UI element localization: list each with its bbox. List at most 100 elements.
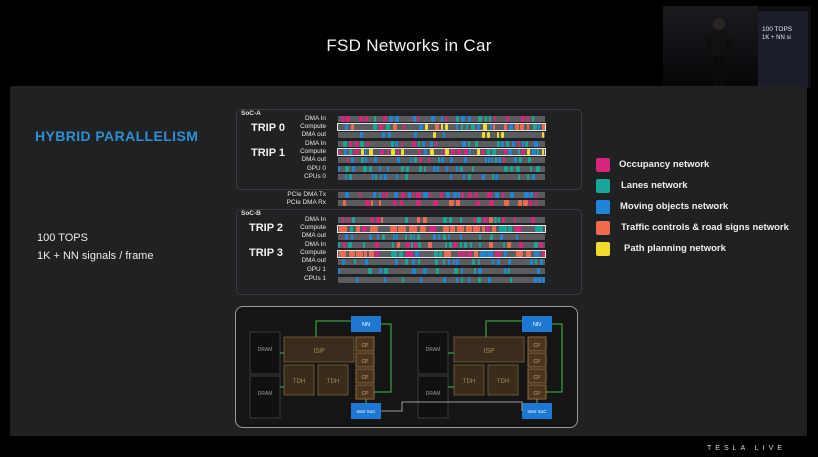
timeline-segment: [542, 149, 544, 155]
timeline-segment: [534, 251, 539, 257]
timeline-segment: [345, 166, 349, 172]
timeline-segment: [466, 226, 472, 232]
timeline-segment: [373, 124, 377, 130]
soc-a-gpu-track: [338, 166, 545, 172]
timeline-segment: [506, 116, 509, 122]
timeline-segment: [486, 226, 490, 232]
timeline-segment: [479, 234, 481, 240]
timeline-segment: [538, 277, 541, 283]
timeline-segment: [482, 226, 485, 232]
timeline-segment: [463, 174, 465, 180]
timeline-segment: [359, 192, 361, 198]
soc-a-gpu-label: GPU 0: [306, 165, 326, 172]
soc-a-trip1-dma-in-track: [338, 141, 545, 147]
timeline-segment: [502, 217, 505, 223]
timeline-segment: [542, 132, 544, 138]
timeline-segment: [504, 200, 509, 206]
timeline-segment: [373, 192, 376, 198]
timeline-segment: [443, 132, 445, 138]
timeline-segment: [508, 226, 512, 232]
timeline-segment: [478, 259, 480, 265]
timeline-segment: [514, 157, 517, 163]
pcie-dma-tx-label: PCIe DMA Tx: [287, 191, 326, 198]
timeline-segment: [504, 268, 507, 274]
soc-b-trip2-dma-in-label: DMA In: [305, 216, 326, 223]
timeline-segment: [534, 277, 537, 283]
timeline-segment: [356, 251, 363, 257]
timeline-segment: [518, 200, 522, 206]
timeline-segment: [522, 141, 524, 147]
cp-label-a1: CP: [362, 343, 370, 349]
timeline-segment: [535, 192, 537, 198]
soc-a-trip0-dma-in-track: [338, 116, 545, 122]
timeline-segment: [473, 226, 480, 232]
timeline-segment: [339, 149, 341, 155]
timeline-segment: [449, 217, 452, 223]
timeline-segment: [398, 226, 406, 232]
timeline-segment: [521, 149, 525, 155]
timeline-segment: [368, 268, 372, 274]
timeline-segment: [379, 200, 381, 206]
legend-swatch-occupancy: [596, 158, 610, 172]
timeline-segment: [503, 157, 505, 163]
stat-tops: 100 TOPS: [37, 232, 88, 244]
timeline-segment: [338, 166, 340, 172]
timeline-segment: [477, 124, 480, 130]
timeline-segment: [532, 116, 534, 122]
timeline-segment: [364, 251, 367, 257]
timeline-segment: [539, 242, 543, 248]
timeline-segment: [343, 242, 346, 248]
timeline-segment: [445, 149, 449, 155]
timeline-segment: [492, 259, 494, 265]
timeline-segment: [468, 174, 471, 180]
timeline-segment: [393, 234, 395, 240]
timeline-segment: [403, 124, 405, 130]
soc-b-trip3-dma-out-label: DMA out: [301, 257, 326, 264]
timeline-segment: [467, 251, 472, 257]
timeline-segment: [344, 149, 347, 155]
soc-a-trip0-compute-track: [337, 123, 546, 131]
timeline-segment: [527, 174, 529, 180]
timeline-segment: [388, 132, 391, 138]
stage-screen: [758, 11, 808, 88]
legend-label-occupancy: Occupancy network: [619, 159, 710, 170]
timeline-segment: [410, 157, 412, 163]
timeline-segment: [409, 226, 417, 232]
tesla-live-logo: TESLA LIVE: [707, 445, 786, 452]
timeline-segment: [534, 242, 538, 248]
soc-b-gpu-track: [338, 268, 545, 274]
timeline-segment: [497, 259, 500, 265]
timeline-segment: [498, 157, 501, 163]
soc-a-trip0-compute-label: Compute: [300, 123, 326, 130]
timeline-segment: [343, 141, 347, 147]
timeline-segment: [418, 259, 420, 265]
timeline-segment: [351, 157, 354, 163]
timeline-segment: [423, 192, 428, 198]
timeline-segment: [540, 259, 543, 265]
timeline-segment: [406, 166, 409, 172]
timeline-segment: [520, 124, 524, 130]
timeline-segment: [497, 132, 499, 138]
timeline-segment: [519, 157, 522, 163]
timeline-segment: [445, 124, 448, 130]
timeline-segment: [477, 217, 481, 223]
timeline-segment: [485, 157, 487, 163]
timeline-segment: [379, 124, 383, 130]
timeline-segment: [376, 217, 380, 223]
timeline-segment: [413, 116, 416, 122]
timeline-segment: [341, 116, 345, 122]
timeline-segment: [351, 234, 353, 240]
timeline-segment: [386, 124, 390, 130]
timeline-segment: [342, 259, 345, 265]
timeline-segment: [506, 141, 509, 147]
timeline-segment: [381, 217, 383, 223]
timeline-segment: [538, 124, 540, 130]
timeline-segment: [487, 192, 492, 198]
dram-label-2: DRAM: [258, 391, 273, 397]
timeline-segment: [485, 116, 487, 122]
isp-label-a: ISP: [313, 348, 325, 355]
tdh-label-a1: TDH: [293, 379, 305, 385]
timeline-segment: [481, 149, 484, 155]
timeline-segment: [430, 141, 433, 147]
timeline-segment: [504, 149, 507, 155]
